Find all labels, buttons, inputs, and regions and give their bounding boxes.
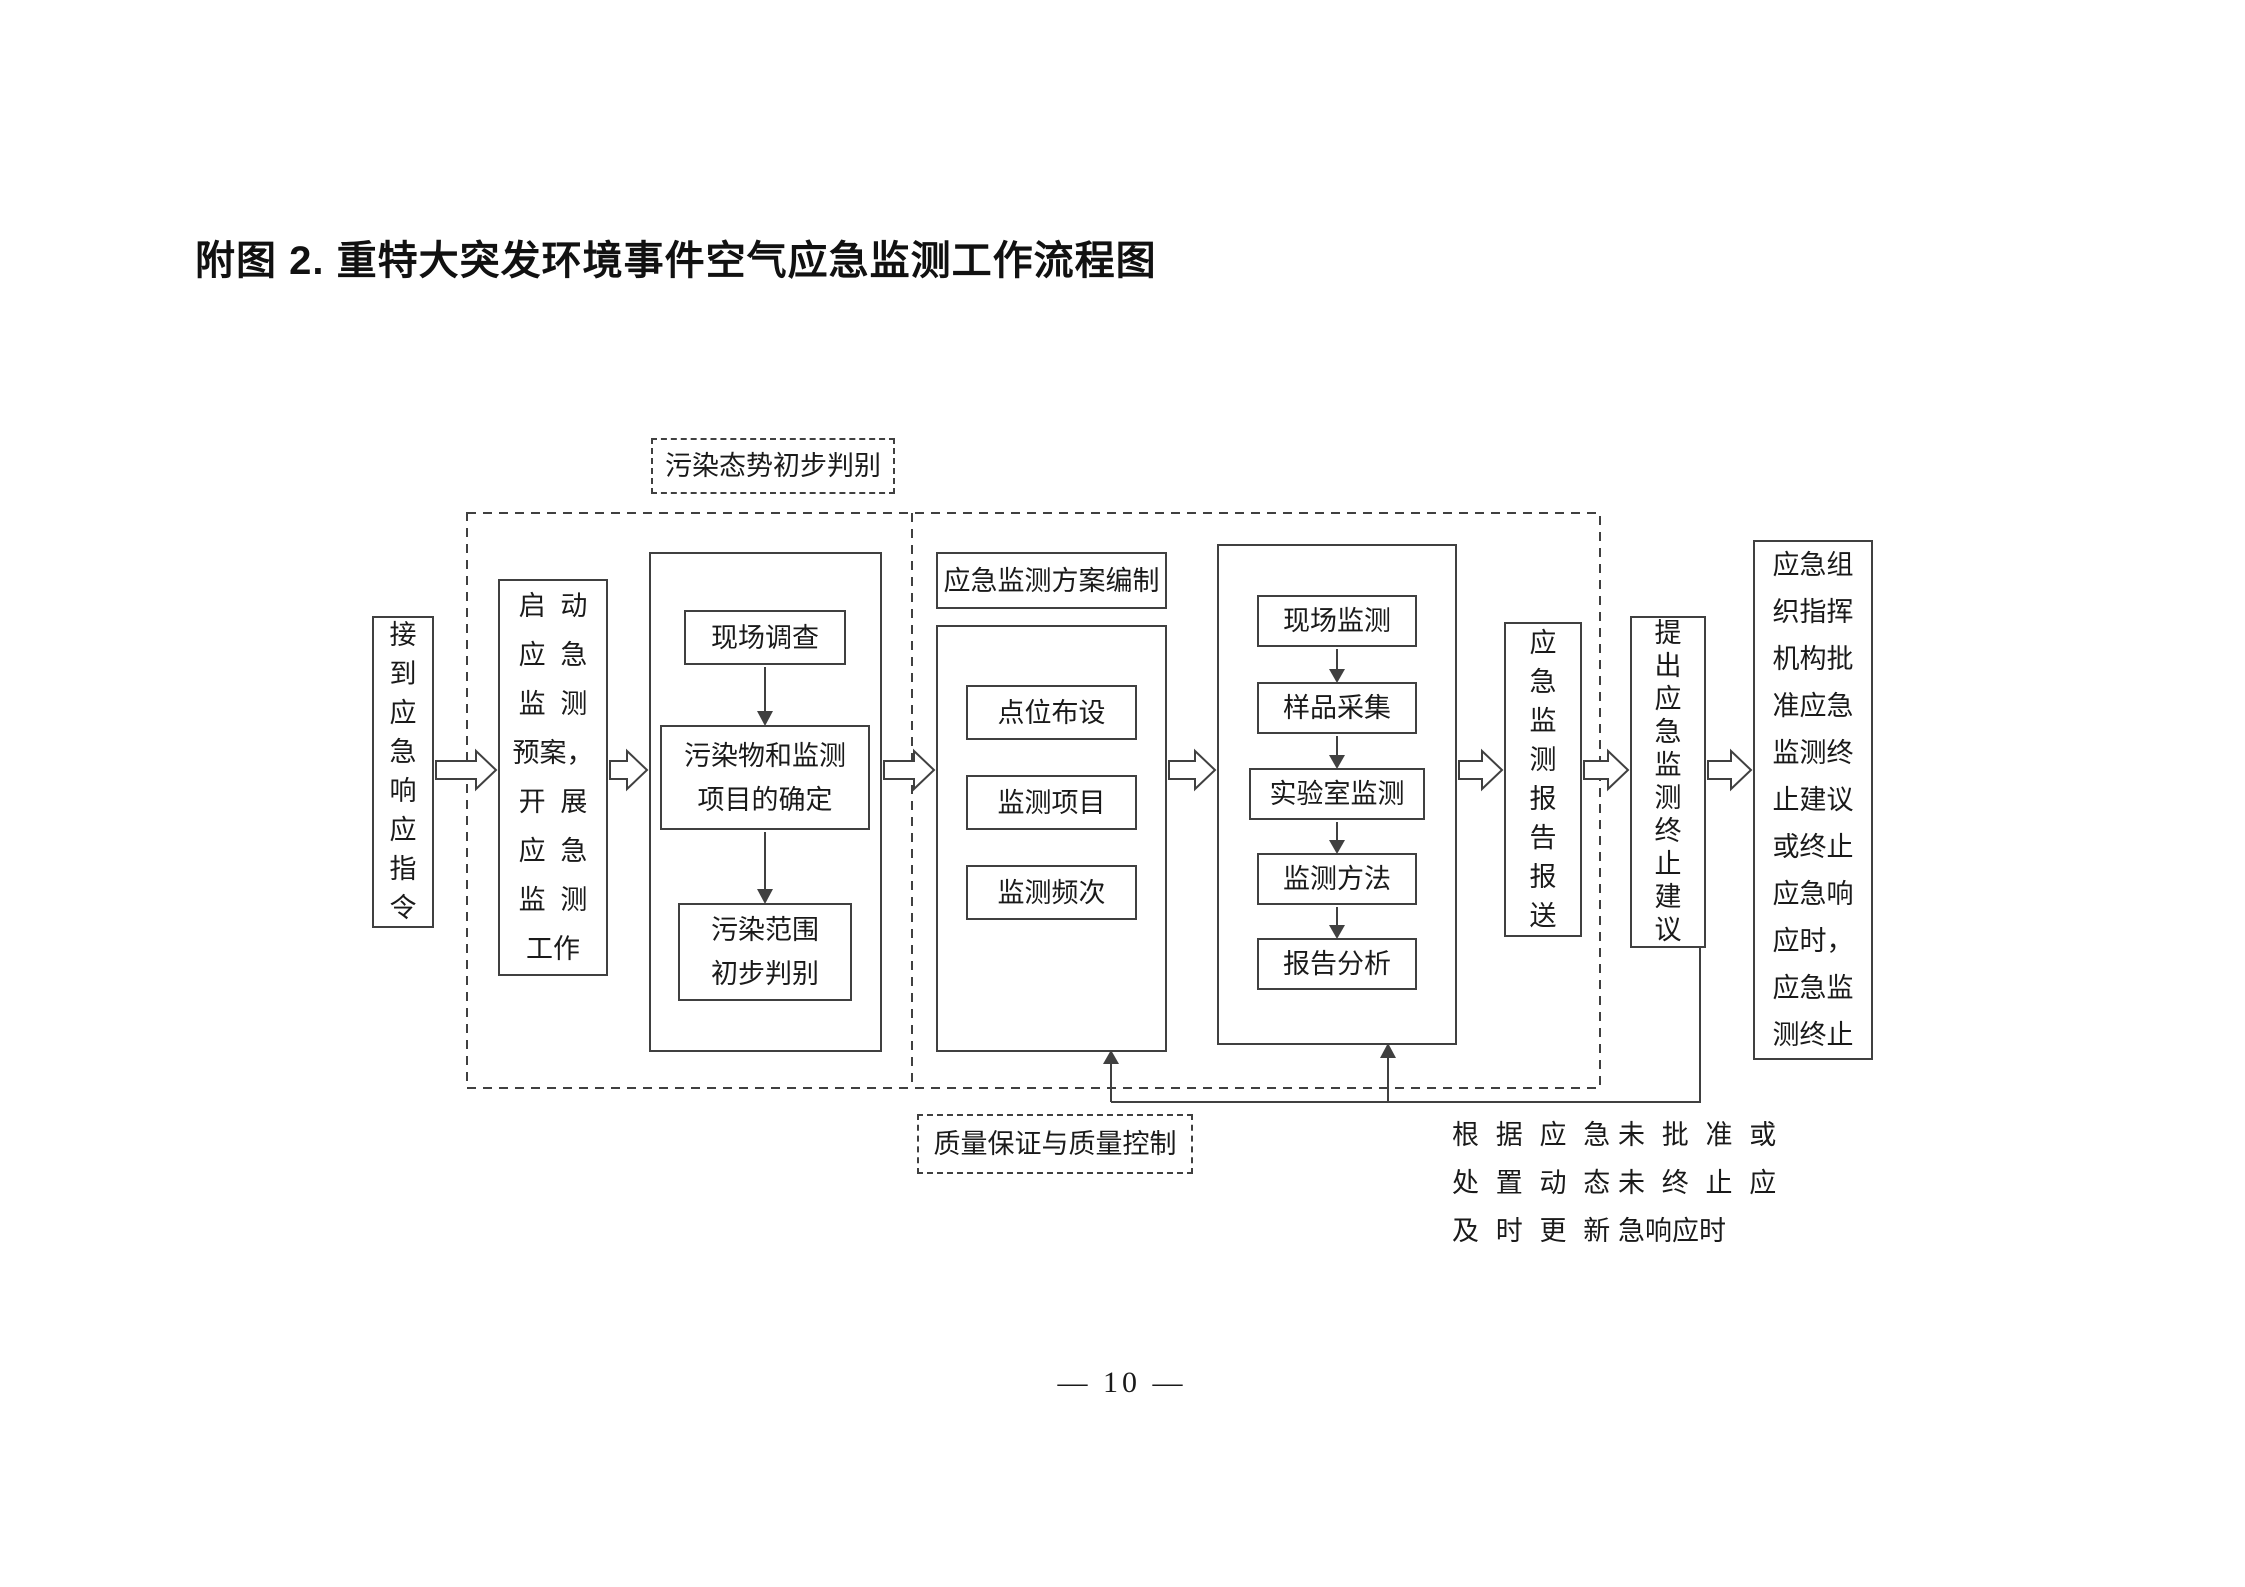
flow-arrow-7 bbox=[1707, 748, 1753, 792]
flow-arrow-6 bbox=[1583, 748, 1630, 792]
feedback-arrow-exec-head bbox=[1380, 1043, 1396, 1058]
box-termination-condition: 应急组 织指挥 机构批 准应急 监测终 止建议 或终止 应急响 应时， 应急监 … bbox=[1753, 540, 1873, 1060]
feedback-arrow-plan-head bbox=[1103, 1050, 1119, 1064]
box-monitor-method: 监测方法 bbox=[1257, 853, 1417, 905]
box-propose-termination-text: 提出应急监测终止建议 bbox=[1654, 618, 1682, 945]
box-site-survey: 现场调查 bbox=[684, 610, 846, 665]
box-propose-termination: 提出应急监测终止建议 bbox=[1630, 616, 1706, 948]
box-report-analysis: 报告分析 bbox=[1257, 938, 1417, 990]
box-start-plan: 启 动 应 急 监 测 预案， 开 展 应 急 监 测 工作 bbox=[498, 579, 608, 976]
flow-arrow-1 bbox=[435, 748, 498, 792]
box-point-layout: 点位布设 bbox=[966, 685, 1137, 740]
flow-arrow-4 bbox=[1168, 748, 1217, 792]
label-plan-compile: 应急监测方案编制 bbox=[936, 552, 1167, 609]
box-lab-monitoring: 实验室监测 bbox=[1249, 768, 1425, 820]
flow-arrow-5 bbox=[1458, 748, 1504, 792]
box-report-submission-text: 应急监测报告报送 bbox=[1529, 627, 1557, 931]
box-receive-order: 接到应急响应指令 bbox=[372, 616, 434, 928]
box-monitor-items: 监测项目 bbox=[966, 775, 1137, 830]
note-update-dynamic: 根 据 应 急 处 置 动 态 及 时 更 新 bbox=[1452, 1120, 1611, 1246]
flow-arrow-2 bbox=[609, 748, 649, 792]
figure-title: 附图 2. 重特大突发环境事件空气应急监测工作流程图 bbox=[195, 239, 1157, 283]
flow-arrow-3 bbox=[883, 748, 936, 792]
box-sample-collection: 样品采集 bbox=[1257, 682, 1417, 734]
note-not-approved: 未 批 准 或 未 终 止 应 急响应时 bbox=[1618, 1120, 1777, 1246]
box-report-submission: 应急监测报告报送 bbox=[1504, 622, 1582, 937]
box-monitor-frequency: 监测频次 bbox=[966, 865, 1137, 920]
box-range-judge: 污染范围 初步判别 bbox=[678, 903, 852, 1001]
box-site-monitoring: 现场监测 bbox=[1257, 595, 1417, 647]
label-qa-qc: 质量保证与质量控制 bbox=[917, 1114, 1193, 1174]
page-number: — 10 — bbox=[1057, 1366, 1187, 1399]
box-receive-order-text: 接到应急响应指令 bbox=[389, 620, 417, 923]
label-pollution-phase: 污染态势初步判别 bbox=[651, 438, 895, 494]
box-pollutant-determine: 污染物和监测 项目的确定 bbox=[660, 725, 870, 830]
